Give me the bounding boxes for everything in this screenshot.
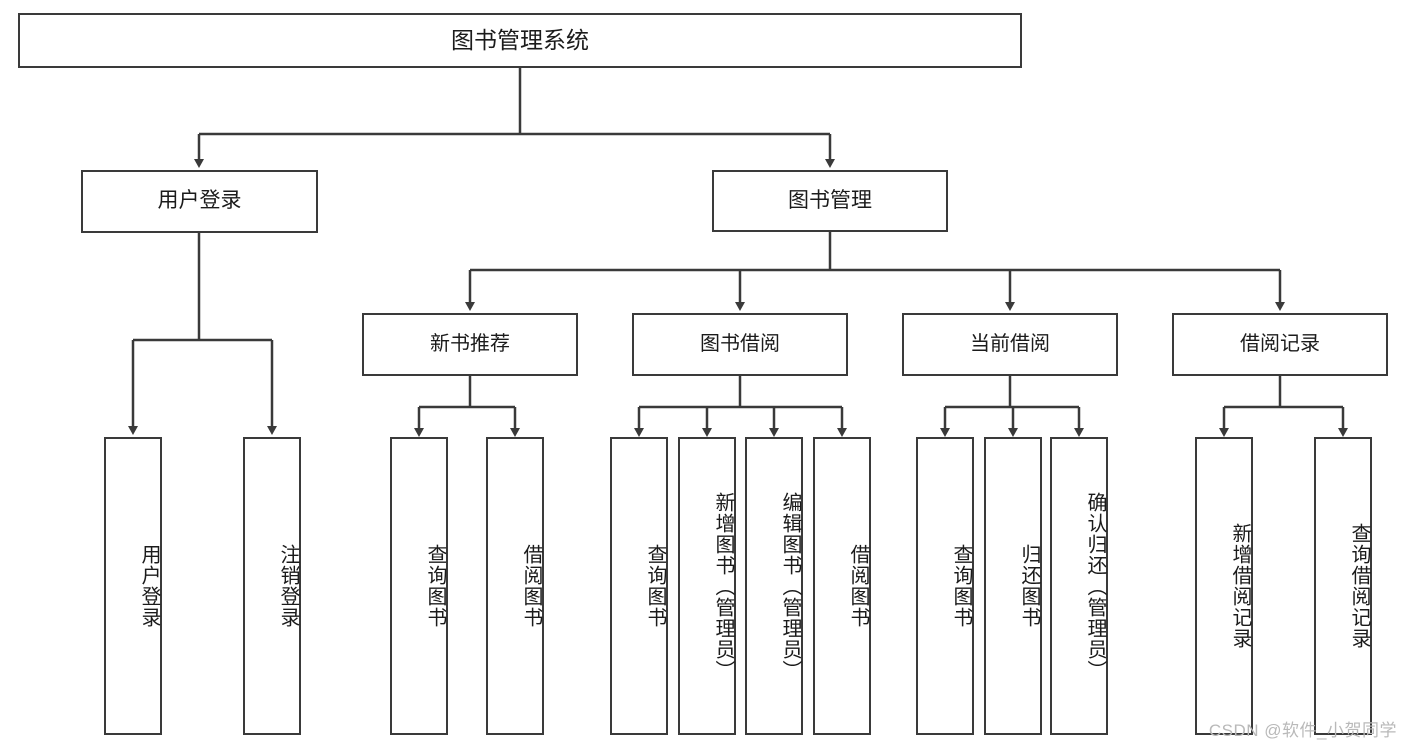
node-book-manage[interactable]: 图书管理 <box>712 170 948 232</box>
node-label: 新增图书（管理员） <box>712 491 734 681</box>
node-label: 归还图书 <box>1018 544 1040 628</box>
leaf-logout-login[interactable]: 注销登录 <box>243 437 301 735</box>
leaf-user-login[interactable]: 用户登录 <box>104 437 162 735</box>
leaf-query-book-borrow[interactable]: 查询图书 <box>610 437 668 735</box>
node-label: 查询借阅记录 <box>1348 523 1370 649</box>
leaf-add-book[interactable]: 新增图书（管理员） <box>678 437 736 735</box>
node-label: 图书管理系统 <box>451 26 589 53</box>
node-label: 查询图书 <box>424 544 446 628</box>
node-label: 图书管理 <box>788 188 872 212</box>
node-label: 图书借阅 <box>700 332 780 355</box>
leaf-borrow-book[interactable]: 借阅图书 <box>813 437 871 735</box>
node-label: 新增借阅记录 <box>1229 523 1251 649</box>
node-root-system[interactable]: 图书管理系统 <box>18 13 1022 68</box>
leaf-edit-book[interactable]: 编辑图书（管理员） <box>745 437 803 735</box>
node-label: 借阅图书 <box>847 544 869 628</box>
leaf-confirm-return[interactable]: 确认归还（管理员） <box>1050 437 1108 735</box>
leaf-query-book-current[interactable]: 查询图书 <box>916 437 974 735</box>
node-current-borrow[interactable]: 当前借阅 <box>902 313 1118 376</box>
node-new-book-recommend[interactable]: 新书推荐 <box>362 313 578 376</box>
leaf-query-book-recommend[interactable]: 查询图书 <box>390 437 448 735</box>
node-label: 确认归还（管理员） <box>1084 491 1106 681</box>
node-borrow-record[interactable]: 借阅记录 <box>1172 313 1388 376</box>
node-label: 新书推荐 <box>430 332 510 355</box>
leaf-return-book[interactable]: 归还图书 <box>984 437 1042 735</box>
node-label: 当前借阅 <box>970 332 1050 355</box>
node-book-borrow[interactable]: 图书借阅 <box>632 313 848 376</box>
node-label: 用户登录 <box>157 189 242 213</box>
watermark: CSDN @软件_小贺同学 <box>1208 721 1397 740</box>
leaf-add-borrow-record[interactable]: 新增借阅记录 <box>1195 437 1253 735</box>
node-label: 注销登录 <box>277 544 299 628</box>
leaf-query-borrow-record[interactable]: 查询借阅记录 <box>1314 437 1372 735</box>
node-user-login[interactable]: 用户登录 <box>81 170 318 233</box>
node-label: 查询图书 <box>950 544 972 628</box>
node-label: 借阅记录 <box>1240 332 1320 355</box>
node-label: 借阅图书 <box>520 544 542 628</box>
node-label: 用户登录 <box>138 544 160 628</box>
leaf-borrow-book-recommend[interactable]: 借阅图书 <box>486 437 544 735</box>
node-label: 编辑图书（管理员） <box>779 491 801 681</box>
node-label: 查询图书 <box>644 544 666 628</box>
